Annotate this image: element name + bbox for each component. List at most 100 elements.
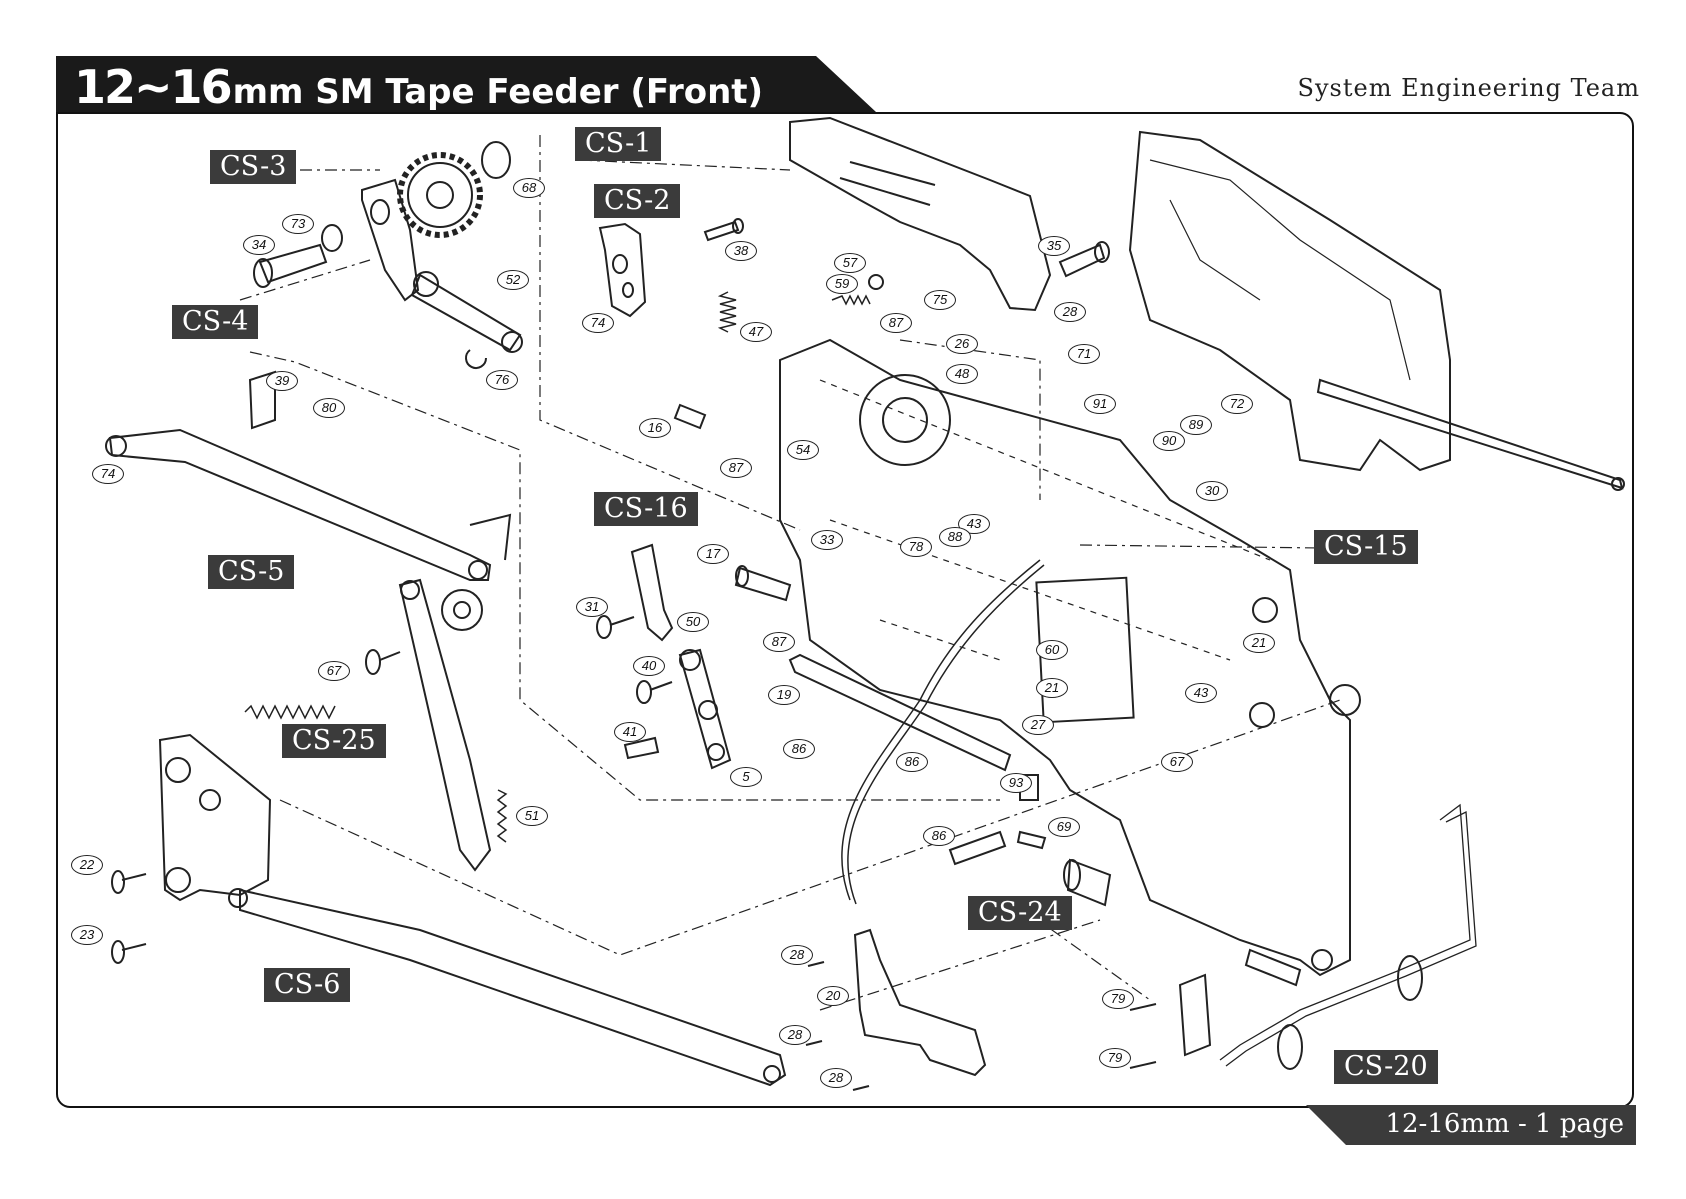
part-number: 90	[1153, 431, 1185, 451]
part-number: 40	[633, 656, 665, 676]
screw-28b	[805, 1040, 823, 1046]
part-number: 26	[946, 334, 978, 354]
title-rest: mm SM Tape Feeder (Front)	[232, 72, 764, 112]
spring-51	[496, 789, 508, 843]
lever-5	[678, 648, 732, 770]
part-number: 75	[924, 290, 956, 310]
pin-34	[258, 243, 328, 284]
diagram-frame	[56, 112, 1634, 1108]
screw-79a	[1129, 1003, 1157, 1011]
part-number: 60	[1036, 640, 1068, 660]
callout-cs-24: CS-24	[968, 896, 1072, 930]
part-number: 35	[1038, 236, 1070, 256]
part-number: 87	[880, 313, 912, 333]
cable-harness	[841, 559, 1041, 901]
part-number: 73	[282, 214, 314, 234]
rail-cs1	[789, 116, 1052, 312]
title-size-range: 12~16	[74, 60, 233, 114]
callout-cs-5: CS-5	[208, 555, 295, 589]
callout-cs-15: CS-15	[1314, 530, 1418, 564]
title-bar: 12~16mm SM Tape Feeder (Front)	[56, 56, 876, 114]
part-number: 41	[614, 722, 646, 742]
page-number-label: 12-16mm - 1 page	[1385, 1109, 1624, 1139]
screw-31	[609, 616, 635, 626]
pin-38	[703, 220, 740, 242]
part-number: 21	[1036, 678, 1068, 698]
part-number: 34	[243, 235, 275, 255]
spring-cs25	[244, 704, 336, 720]
callout-cs-16: CS-16	[594, 492, 698, 526]
part-number: 30	[1196, 481, 1228, 501]
pin-69	[1016, 830, 1047, 850]
part-number: 21	[1243, 633, 1275, 653]
part-number: 67	[1161, 752, 1193, 772]
part-number: 87	[763, 632, 795, 652]
part-number: 28	[781, 945, 813, 965]
connector-86	[948, 830, 1007, 866]
callout-cs-1: CS-1	[575, 127, 662, 161]
callout-cs-25: CS-25	[282, 724, 386, 758]
assembled-feeder-view	[1128, 130, 1451, 472]
team-name: System Engineering Team	[1297, 74, 1640, 102]
part-number: 89	[1180, 415, 1212, 435]
part-number: 28	[1054, 302, 1086, 322]
part-number: 87	[720, 458, 752, 478]
part-number: 57	[834, 253, 866, 273]
washer-68	[481, 141, 511, 179]
clip-73	[321, 224, 343, 252]
connector-pin	[1244, 948, 1302, 987]
lever-51	[398, 578, 492, 872]
screw-28a	[807, 961, 825, 967]
part-number: 47	[740, 322, 772, 342]
part-number: 54	[787, 440, 819, 460]
part-number: 86	[923, 826, 955, 846]
part-number: 52	[497, 270, 529, 290]
main-chassis	[779, 338, 1351, 977]
pin-41	[623, 736, 660, 760]
part-number: 71	[1068, 344, 1100, 364]
screw-22	[121, 873, 147, 881]
part-number: 17	[697, 544, 729, 564]
part-number: 74	[582, 313, 614, 333]
part-number: 39	[266, 371, 298, 391]
part-number: 69	[1048, 817, 1080, 837]
part-number: 59	[826, 274, 858, 294]
part-number: 78	[900, 537, 932, 557]
part-number: 27	[1022, 715, 1054, 735]
part-number: 79	[1099, 1048, 1131, 1068]
arm-cs5	[108, 428, 492, 581]
part-number: 19	[768, 685, 800, 705]
part-number: 67	[318, 661, 350, 681]
part-number: 72	[1221, 394, 1253, 414]
bracket-20	[853, 928, 987, 1077]
spring-47	[717, 291, 737, 333]
part-number: 76	[486, 370, 518, 390]
part-number: 91	[1084, 394, 1116, 414]
part-number: 86	[783, 739, 815, 759]
callout-cs-2: CS-2	[594, 184, 681, 218]
part-number: 43	[1185, 683, 1217, 703]
bracket-39	[248, 370, 276, 430]
screw-23	[121, 943, 147, 951]
screw-67	[379, 651, 401, 661]
screw-40	[649, 681, 673, 691]
page-footer: 12-16mm - 1 page	[1306, 1105, 1636, 1145]
part-number: 38	[725, 241, 757, 261]
part-number: 28	[820, 1068, 852, 1088]
ribbon-cable-cs20	[1219, 803, 1477, 1067]
callout-cs-6: CS-6	[264, 968, 351, 1002]
screw-28c	[852, 1085, 870, 1091]
part-number: 80	[313, 398, 345, 418]
pin-35	[1058, 243, 1106, 278]
callout-cs-3: CS-3	[210, 150, 297, 184]
part-number: 79	[1102, 989, 1134, 1009]
callout-cs-20: CS-20	[1334, 1050, 1438, 1084]
page-title: 12~16mm SM Tape Feeder (Front)	[74, 60, 763, 114]
sprocket-gear	[397, 152, 483, 238]
part-number: 50	[677, 612, 709, 632]
part-number: 22	[71, 855, 103, 875]
part-number: 28	[779, 1025, 811, 1045]
part-number: 23	[71, 925, 103, 945]
plate-cs16	[630, 543, 674, 642]
